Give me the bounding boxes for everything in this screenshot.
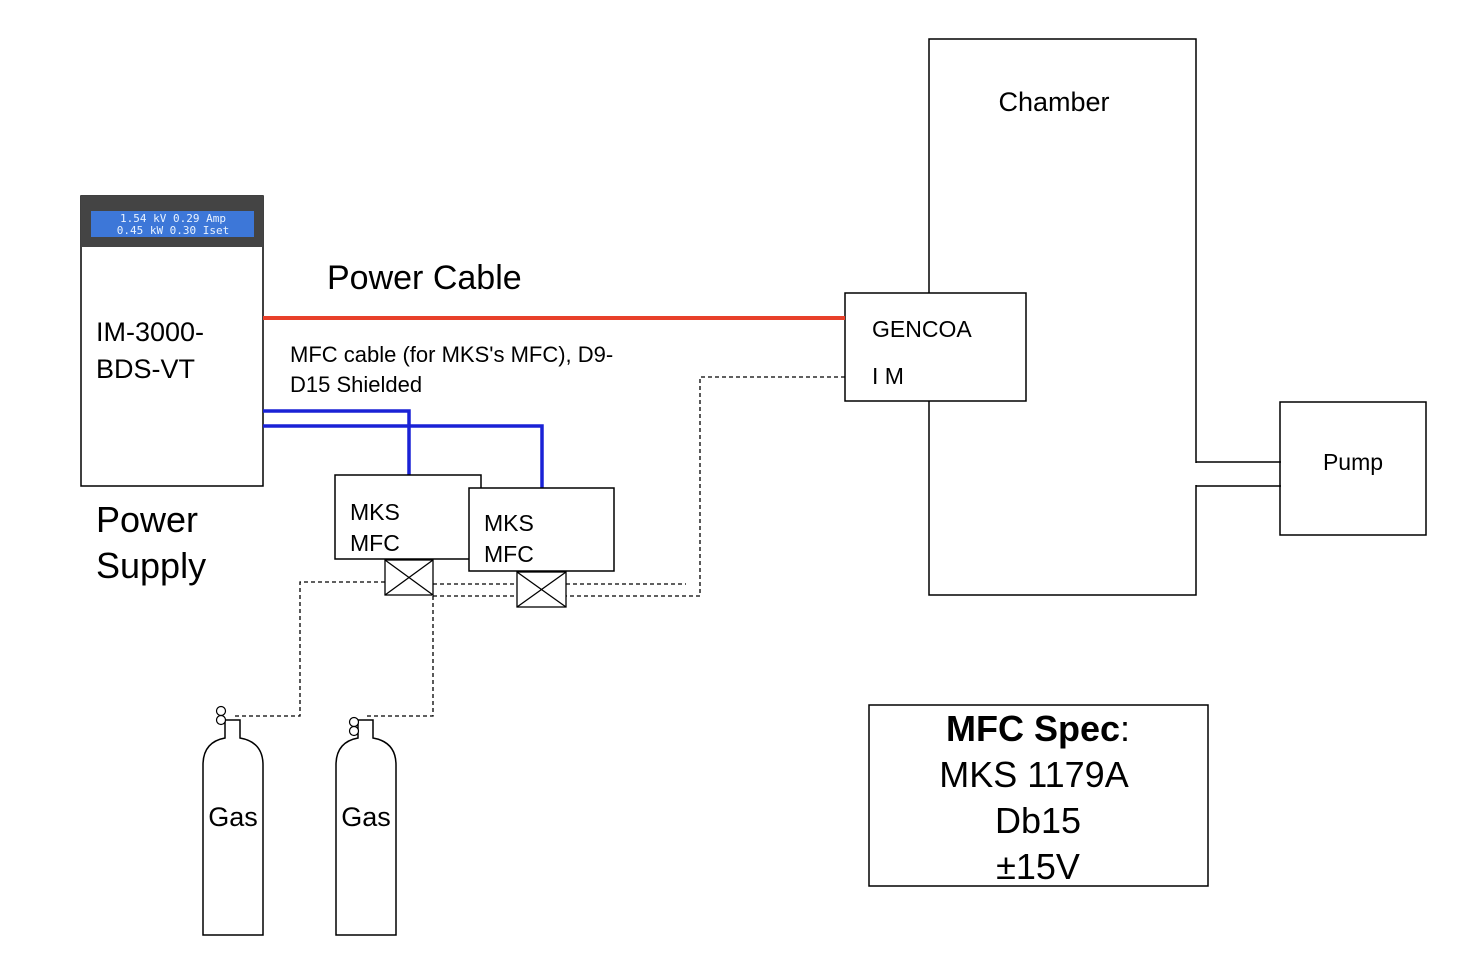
mfc-cable-label-1: MFC cable (for MKS's MFC), D9-: [290, 342, 613, 367]
valve-2: [516, 571, 567, 608]
spec-line-1: MKS 1179A: [939, 754, 1128, 795]
mfc-2: MKS MFC: [468, 487, 615, 572]
gencoa-label: GENCOA: [872, 316, 972, 342]
mfc-cable-label-2: D15 Shielded: [290, 372, 422, 397]
pump: Pump: [1279, 401, 1427, 536]
pump-label: Pump: [1323, 449, 1383, 475]
im-label: I M: [872, 363, 904, 389]
mfc-2-label-2: MFC: [484, 541, 534, 567]
pipe-opening: [1195, 463, 1198, 485]
spec-title-line: MFC Spec:: [946, 708, 1130, 749]
gas-cylinder-2: Gas: [335, 716, 397, 936]
gas-1-label: Gas: [208, 802, 258, 832]
dashed-lines: [232, 376, 845, 717]
spec-line-3: ±15V: [996, 846, 1080, 887]
gas-2-label: Gas: [341, 802, 391, 832]
model-line-2: BDS-VT: [96, 354, 195, 384]
mfc-1: MKS MFC: [334, 474, 482, 560]
lcd-display: [91, 211, 254, 237]
gencoa-im-box: GENCOA I M: [844, 292, 1027, 402]
mfc-spec-box: MFC Spec: MKS 1179A Db15 ±15V: [868, 704, 1209, 887]
power-supply-caption-2: Supply: [96, 545, 206, 586]
spec-title-colon: :: [1120, 708, 1130, 749]
spec-line-2: Db15: [995, 800, 1081, 841]
pump-pipe: [1196, 461, 1281, 487]
mfc-2-label-1: MKS: [484, 510, 534, 536]
mfc-1-label-1: MKS: [350, 499, 400, 525]
gas-cylinder-1: Gas: [202, 705, 264, 936]
spec-title: MFC Spec: [946, 708, 1120, 749]
lcd-line-2: 0.45 kW 0.30 Iset: [117, 224, 230, 237]
mfc-cables: [263, 409, 544, 488]
mfc-1-label-2: MFC: [350, 530, 400, 556]
model-line-1: IM-3000-: [96, 317, 204, 347]
power-supply-caption-1: Power: [96, 499, 198, 540]
chamber-label: Chamber: [998, 87, 1109, 117]
power-supply: 1.54 kV 0.29 Amp 0.45 kW 0.30 Iset IM-30…: [80, 195, 264, 487]
power-cable-label: Power Cable: [327, 259, 522, 297]
lcd-line-1: 1.54 kV 0.29 Amp: [120, 212, 226, 225]
valve-1: [384, 559, 434, 596]
